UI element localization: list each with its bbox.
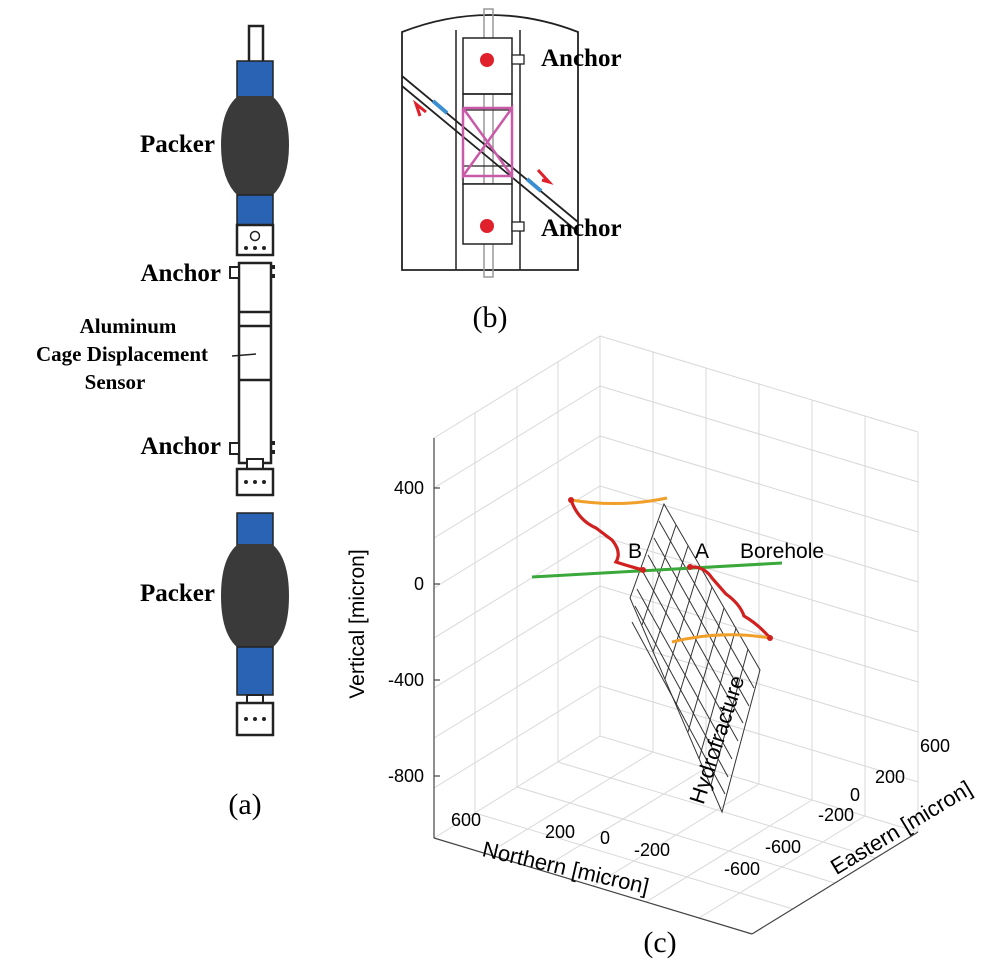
point-a-label: A [695, 540, 709, 563]
floor-grid [474, 751, 877, 919]
sensor-label-line3: Sensor [85, 370, 146, 394]
vertical-tick-label: 400 [394, 478, 424, 498]
borehole-line [531, 561, 783, 579]
vertical-tick-marks [434, 487, 440, 777]
panel-b-borehole-schematic: Anchor Anchor (b) [401, 8, 622, 334]
fracture-line-upper [401, 75, 579, 223]
connector [246, 458, 264, 470]
panel-a-tool-string: Packer Anchor Aluminum Cage Displacement… [36, 24, 289, 821]
upper-packer-sleeve-bottom [236, 194, 274, 226]
joint-dot [253, 480, 257, 484]
trajectory-marker [687, 564, 693, 570]
northern-tick-label: 200 [545, 822, 575, 842]
sensor-label-line2: Cage Displacement [36, 342, 208, 366]
caption-a: (a) [228, 788, 261, 821]
slip-arrow-lower [536, 168, 554, 185]
axes-lines [433, 438, 919, 935]
upper-anchor-dot [480, 53, 494, 67]
lower-anchor-block [462, 183, 513, 245]
trajectory-marker [640, 567, 646, 573]
trajectory-a [689, 565, 772, 640]
fracture-mark-upper [431, 99, 449, 115]
vertical-tick-label: -800 [388, 766, 424, 786]
borehole-label: Borehole [740, 540, 824, 563]
anchor-label-lower: Anchor [140, 433, 221, 460]
eastern-tick-label: -600 [765, 837, 801, 857]
panel-c-3d-plot: 400 0 -400 -800 Vertical [micron] 600 20… [346, 335, 976, 959]
lower-packer-sleeve-bottom [236, 646, 274, 696]
joint-dot [244, 246, 248, 250]
anchor-label-b-top: Anchor [541, 45, 622, 72]
joint-dot [262, 717, 266, 721]
upper-anchor-pin [511, 54, 525, 65]
anchor-label-upper: Anchor [140, 260, 221, 287]
eastern-tick-label: 0 [850, 785, 860, 805]
joint-dot [244, 717, 248, 721]
eastern-tick-label: 600 [920, 736, 950, 756]
vertical-tick-label: -400 [388, 670, 424, 690]
sensor-label-line1: Aluminum [80, 314, 177, 338]
trajectory-end-bottom [671, 633, 771, 644]
rock-outline [401, 14, 579, 271]
joint-port [249, 230, 261, 242]
upper-packer-sleeve-top [236, 60, 274, 98]
slip-arrow-upper [412, 99, 427, 117]
joint-dot [262, 246, 266, 250]
lower-anchor-left-pad [229, 442, 240, 455]
lower-anchor-pin [511, 221, 525, 232]
joint-dot [244, 480, 248, 484]
eastern-tick-label: 200 [875, 767, 905, 787]
lower-anchor-right-pad [271, 450, 275, 454]
northern-tick-label: -200 [634, 840, 670, 860]
upper-anchor-right-pad [271, 274, 275, 278]
lower-packer-sleeve-top [236, 512, 274, 546]
joint-dot [253, 246, 257, 250]
trajectory-marker [767, 635, 773, 641]
left-wall-grid [433, 335, 601, 839]
northern-tick-label: -600 [724, 859, 760, 879]
anchor-label-b-bottom: Anchor [541, 215, 622, 242]
hydrofracture-mesh [629, 502, 761, 814]
joint-dot [262, 480, 266, 484]
lower-packer [221, 544, 289, 648]
upper-anchor-left-pad [229, 266, 240, 279]
fracture-mark-lower [525, 177, 543, 193]
back-wall-grid [599, 335, 919, 833]
hydrofracture-label: Hydrofracture [684, 672, 749, 806]
lower-anchor-dot [480, 219, 494, 233]
northern-tick-label: 600 [451, 810, 481, 830]
northern-axis-label: Northern [micron] [480, 836, 651, 899]
joint-dot [253, 717, 257, 721]
upper-packer [221, 96, 289, 196]
lower-anchor-right-pad [271, 441, 275, 445]
eastern-axis-label: Eastern [micron] [826, 776, 976, 880]
packer-label-top: Packer [140, 131, 215, 158]
sensor-leader-line [231, 353, 257, 357]
upper-anchor-right-pad [271, 265, 275, 269]
caption-c: (c) [643, 926, 676, 959]
point-b-label: B [628, 540, 642, 563]
northern-tick-label: 0 [600, 828, 610, 848]
caption-b: (b) [473, 301, 508, 334]
packer-label-bottom: Packer [140, 580, 215, 607]
trajectory-end-top [570, 496, 668, 506]
trajectory-marker [568, 497, 574, 503]
top-tube [247, 24, 265, 64]
vertical-tick-label: 0 [414, 574, 424, 594]
eastern-tick-label: -200 [818, 805, 854, 825]
vertical-axis-label: Vertical [micron] [346, 549, 369, 698]
trajectory-b [569, 499, 644, 572]
fracture-line-lower [401, 85, 579, 233]
sensor-body [237, 261, 273, 465]
